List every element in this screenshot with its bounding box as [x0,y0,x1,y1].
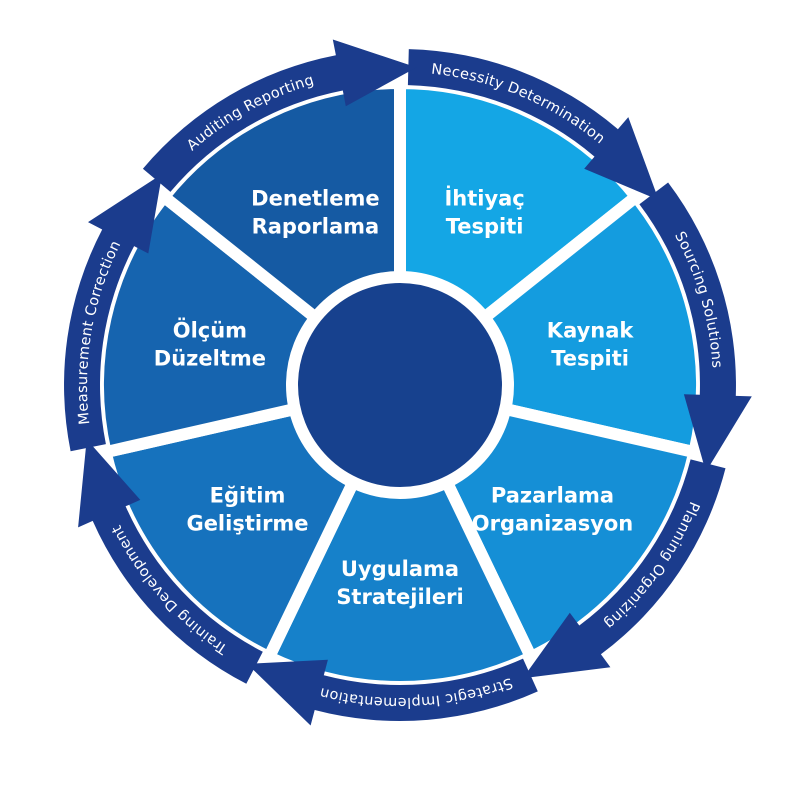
segment-label-line2: Tespiti [551,347,629,371]
arrow-2 [639,182,752,472]
segment-label-line1: İhtiyaç [444,185,524,210]
arrow-6 [64,174,163,452]
segment-label-line2: Raporlama [252,214,380,238]
segment-label-line2: Tespiti [446,214,524,238]
segment-label-line1: Pazarlama [491,484,614,508]
segment-label-line2: Organizasyon [472,512,634,536]
segment-label-line1: Eğitim [210,484,286,508]
arrow-3 [522,459,726,679]
center-circle [286,271,514,499]
segment-label-line1: Ölçüm [173,318,247,343]
arrow-7 [142,39,417,192]
segment-label-line2: Stratejileri [336,585,463,609]
segment-label-line2: Geliştirme [186,512,308,536]
segment-label-line1: Uygulama [341,557,459,581]
segment-label-line1: Kaynak [547,319,635,343]
arrow-1 [407,49,659,200]
arrow-4 [247,658,538,726]
segment-label-line2: Düzeltme [154,347,266,371]
segment-label-line1: Denetleme [251,186,379,210]
arrow-5 [78,439,263,684]
